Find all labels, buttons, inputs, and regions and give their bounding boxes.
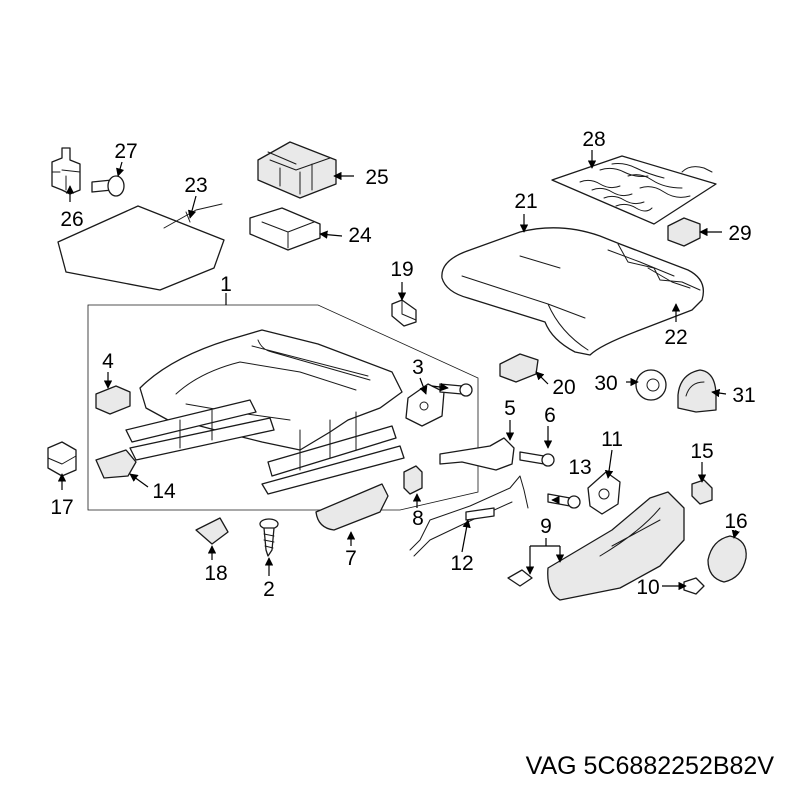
part-31-cover[interactable] [677, 369, 717, 413]
callout-14: 14 [152, 480, 176, 503]
callout-6: 6 [544, 404, 556, 427]
callout-27: 27 [114, 140, 137, 163]
callout-17: 17 [50, 496, 73, 519]
callout-19: 19 [390, 258, 413, 281]
callout-12: 12 [450, 552, 473, 575]
part-3-mechanism[interactable] [405, 383, 473, 427]
callout-4: 4 [102, 350, 114, 373]
callout-1: 1 [220, 273, 232, 296]
part-22-cushion-cover[interactable] [617, 243, 701, 291]
callout-21: 21 [514, 190, 537, 213]
part-14-cover[interactable] [95, 449, 137, 479]
part-11-plate[interactable] [587, 471, 621, 515]
callouts: 1 2 3 4 5 6 7 8 9 10 11 12 13 14 15 16 1… [50, 128, 755, 601]
callout-31: 31 [732, 384, 755, 407]
part-26-bracket[interactable] [51, 147, 81, 195]
part-29-connector[interactable] [667, 217, 701, 247]
part-12-linkage[interactable] [409, 475, 529, 557]
callout-20: 20 [552, 376, 575, 399]
callout-7: 7 [345, 547, 357, 570]
part-4-bracket[interactable] [95, 385, 131, 415]
part-17-bracket[interactable] [47, 441, 77, 477]
callout-13: 13 [568, 456, 591, 479]
callout-22: 22 [664, 326, 687, 349]
part-24-module[interactable] [249, 207, 321, 251]
callout-25: 25 [365, 166, 388, 189]
part-25-control-module[interactable] [257, 141, 337, 199]
callout-5: 5 [504, 397, 516, 420]
callout-15: 15 [690, 440, 713, 463]
callout-23: 23 [184, 174, 207, 197]
callout-18: 18 [204, 562, 227, 585]
part-number-label: VAG 5C6882252B82V [526, 752, 775, 780]
callout-30: 30 [594, 372, 617, 395]
part-2-screw[interactable] [259, 518, 279, 557]
callout-26: 26 [60, 208, 83, 231]
part-20-cover[interactable] [499, 353, 539, 383]
callout-16: 16 [724, 510, 747, 533]
callout-10: 10 [636, 576, 659, 599]
part-10-clip[interactable] [683, 577, 705, 595]
callout-28: 28 [582, 128, 605, 151]
part-27-bolt[interactable] [91, 175, 125, 197]
callout-2: 2 [263, 578, 275, 601]
part-15-clip[interactable] [691, 479, 713, 505]
callout-3: 3 [412, 356, 424, 379]
part-8-bracket[interactable] [403, 465, 423, 495]
part-13-bolt[interactable] [547, 493, 581, 509]
part-30-knob[interactable] [635, 369, 667, 401]
part-28-heater-element[interactable] [551, 155, 717, 225]
part-18-clip[interactable] [195, 517, 229, 545]
callout-11: 11 [601, 428, 623, 451]
leader-lines [57, 150, 740, 591]
callout-24: 24 [348, 224, 372, 247]
part-16-knob[interactable] [707, 535, 747, 583]
part-6-bolt[interactable] [519, 451, 555, 467]
frame-assembly-border [87, 304, 479, 511]
callout-29: 29 [728, 222, 751, 245]
seat-frame [125, 329, 405, 495]
part-19-clip[interactable] [391, 299, 417, 327]
callout-8: 8 [412, 507, 424, 530]
callout-9: 9 [540, 515, 552, 538]
part-5-bracket[interactable] [439, 437, 515, 471]
part-7-trim[interactable] [315, 483, 389, 531]
